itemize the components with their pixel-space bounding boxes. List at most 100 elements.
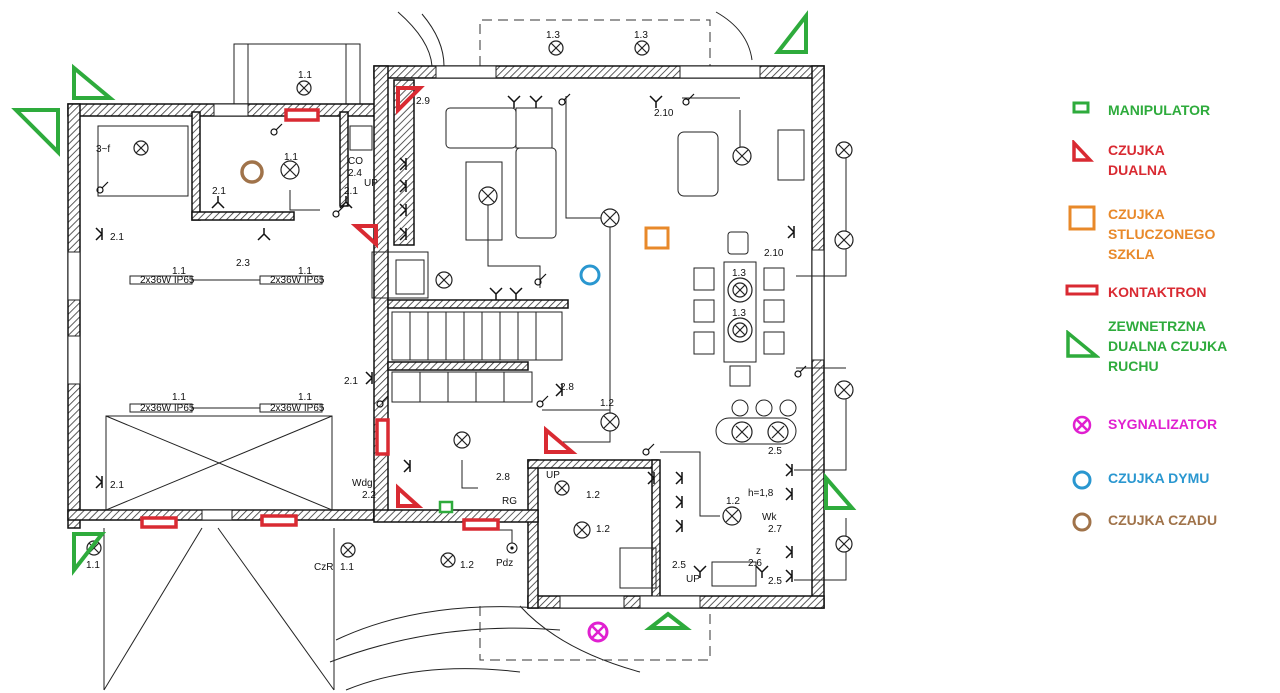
fluorescent-fixture — [259, 275, 323, 285]
kitchen-island — [715, 417, 797, 445]
manipulator-icon — [1072, 101, 1090, 114]
legend-label: CZUJKA DUALNA — [1108, 142, 1168, 178]
legend-item-dual-sensor: CZUJKA DUALNA — [1062, 140, 1188, 180]
terrace-outline — [479, 606, 711, 661]
glass-break-sensor-icon — [644, 226, 670, 250]
wall — [527, 459, 539, 609]
sofa — [515, 107, 553, 149]
plan-label: h=1,8 — [748, 488, 774, 499]
garage-line — [105, 415, 333, 511]
legend-label: KONTAKTRON — [1108, 284, 1207, 300]
window — [679, 65, 761, 79]
plan-label: 2.2 — [362, 490, 376, 501]
co-detector-icon — [1072, 512, 1092, 532]
wall — [191, 111, 201, 221]
window — [213, 103, 249, 117]
window — [811, 249, 825, 361]
outdoor-dual-sensor-icon — [824, 472, 857, 510]
contactron-icon — [140, 516, 178, 529]
plan-label: 1.1 — [298, 70, 312, 81]
plan-label: 1.1 — [298, 392, 312, 403]
armchair — [677, 131, 719, 197]
legend-label: CZUJKA DYMU — [1108, 470, 1210, 486]
fluorescent-fixture — [129, 403, 193, 413]
window — [559, 595, 625, 609]
wall — [387, 299, 569, 309]
plan-label: UP — [546, 470, 560, 481]
outdoor-dual-sensor-icon — [11, 108, 60, 157]
legend-label: SYGNALIZATOR — [1108, 416, 1218, 432]
window — [67, 251, 81, 301]
plan-label: CzR — [314, 562, 333, 573]
plan-label: 1.1 — [172, 266, 186, 277]
driveway-line — [103, 527, 203, 691]
plan-label: CO — [348, 156, 363, 167]
siren-icon — [1072, 415, 1092, 435]
sink — [711, 561, 757, 587]
stool — [755, 399, 773, 417]
window — [639, 595, 701, 609]
fixture-label: 2x36W IP65 — [270, 403, 325, 414]
chair — [727, 231, 749, 255]
plan-label: 2.8 — [560, 382, 574, 393]
fluorescent-fixture — [129, 275, 193, 285]
site-arc — [329, 627, 561, 663]
fixture-label: 2x36W IP65 — [140, 403, 195, 414]
site-arc — [397, 11, 433, 67]
plan-label: 2.5 — [768, 576, 782, 587]
dual-sensor-icon — [396, 86, 425, 115]
terrace-outline — [479, 19, 711, 66]
plan-label: UP — [686, 574, 700, 585]
plan-label: 1.3 — [732, 308, 746, 319]
smoke-detector-icon — [1072, 470, 1092, 490]
chair — [693, 331, 715, 355]
plan-label: Wk — [762, 512, 777, 523]
plan-label: 2.1 — [344, 186, 358, 197]
outdoor-dual-sensor-icon — [773, 10, 808, 54]
wall — [527, 459, 659, 469]
wall — [191, 211, 295, 221]
plan-label: 2.6 — [748, 558, 762, 569]
contactron-icon — [284, 108, 320, 122]
plan-label: 2.7 — [768, 524, 782, 535]
fireplace — [371, 251, 429, 299]
dual-sensor-icon — [350, 224, 378, 249]
siren-icon — [587, 621, 609, 643]
legend-label: CZUJKA CZADU — [1108, 512, 1218, 528]
plan-label: 1.2 — [586, 490, 600, 501]
plan-label: 1.2 — [726, 496, 740, 507]
boiler-room — [97, 125, 189, 197]
plan-label: 1.3 — [634, 30, 648, 41]
stool — [779, 399, 797, 417]
plan-label: 2.10 — [764, 248, 784, 259]
staircase — [391, 311, 563, 403]
plan-label: 1.2 — [460, 560, 474, 571]
site-arc — [345, 668, 521, 691]
outdoor-dual-sensor-icon — [72, 63, 116, 100]
plan-label: 1.1 — [284, 152, 298, 163]
fixture-label: 2x36W IP65 — [140, 275, 195, 286]
legend-label: CZUJKA STLUCZONEGO SZKLA — [1108, 206, 1216, 262]
wall — [373, 509, 539, 523]
fluorescent-fixture — [259, 403, 323, 413]
socket-marks — [95, 95, 795, 583]
plan-label: 2.9 — [416, 96, 430, 107]
legend-item-glass-break: CZUJKA STLUCZONEGO SZKLA — [1062, 204, 1238, 264]
plan-label: 2.5 — [672, 560, 686, 571]
contactron-icon — [260, 514, 298, 527]
fridge — [619, 547, 657, 589]
table — [465, 161, 503, 241]
legend-item-co: CZUJKA CZADU — [1062, 510, 1217, 532]
site-arc — [421, 13, 445, 67]
plan-label: z — [756, 546, 761, 557]
dual-sensor-icon — [1072, 140, 1094, 162]
fireplace-inner — [395, 259, 425, 295]
chair — [693, 267, 715, 291]
outdoor-dual-sensor-icon — [644, 611, 692, 630]
legend-item-contactron: KONTAKTRON — [1062, 282, 1207, 302]
legend-item-manipulator: MANIPULATOR — [1062, 100, 1210, 120]
dining-table — [723, 261, 757, 363]
plan-label: 1.1 — [86, 560, 100, 571]
plan-label: 2.1 — [344, 376, 358, 387]
plan-label: Wdg — [352, 478, 373, 489]
